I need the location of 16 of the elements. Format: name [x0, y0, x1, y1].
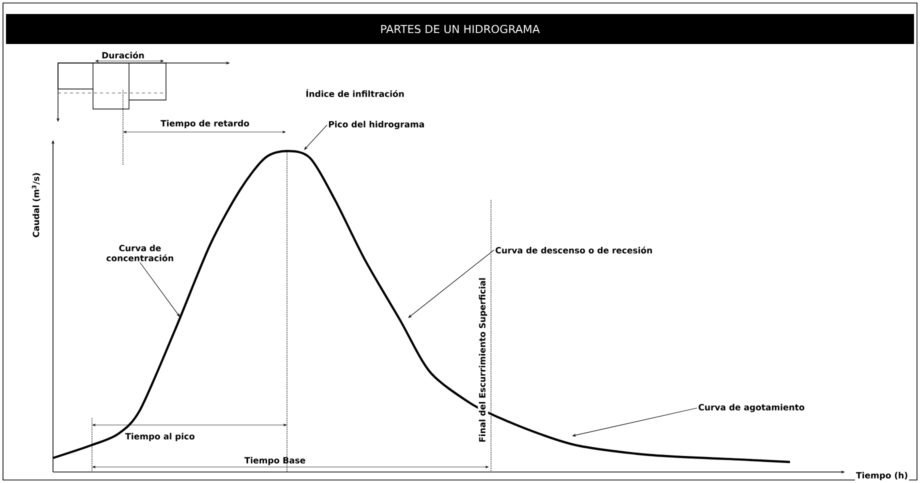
leader-line	[304, 124, 328, 150]
text-label: Tiempo Base	[244, 456, 306, 466]
title-bar: PARTES DE UN HIDROGRAMA	[6, 14, 914, 44]
axis-label: Caudal (m$^{3}$/s)	[30, 171, 42, 239]
text-label: Índice de infiltración	[306, 89, 404, 97]
text-label: Duración	[102, 52, 144, 58]
callout-text: Pico del hidrograma	[329, 120, 424, 130]
leader-line	[408, 250, 494, 318]
callout-text: Curva de descenso o de recesión	[496, 246, 652, 254]
leader-line	[140, 262, 180, 317]
axis-label: Final del Escurrimiento Superficial	[478, 276, 488, 444]
text-label: Tiempo de retardo	[160, 120, 250, 128]
axis-label: Tiempo (h)	[855, 470, 910, 482]
callout-text: Curva de agotamiento	[698, 404, 804, 412]
callout-text: Curva de concentración	[106, 244, 174, 262]
text-label: Tiempo al pico	[125, 432, 194, 442]
